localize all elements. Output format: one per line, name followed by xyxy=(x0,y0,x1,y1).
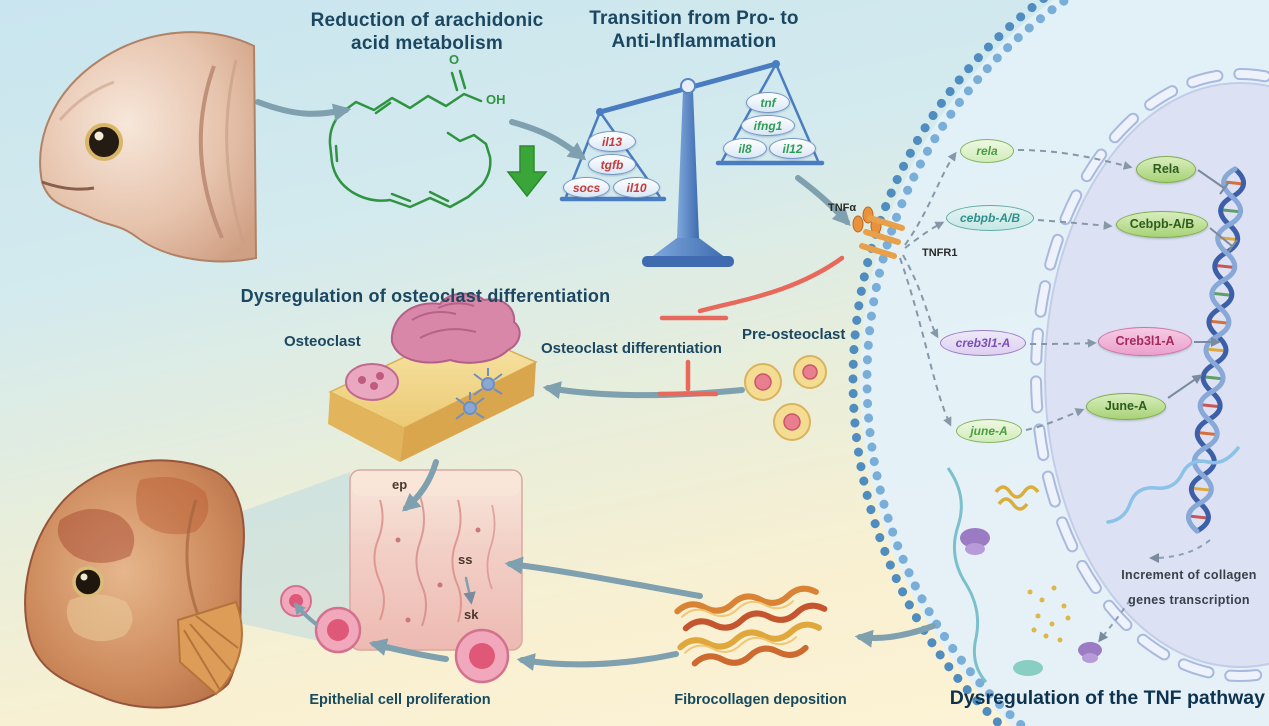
arachidonic-acid-structure xyxy=(328,69,492,209)
arrow-cell-to-cell xyxy=(368,638,449,662)
arrow-ss-to-sk xyxy=(463,576,476,605)
fibrocollagen-label: Fibrocollagen deposition xyxy=(674,692,847,708)
scale-pivot xyxy=(680,78,696,94)
gill-line xyxy=(198,65,224,239)
pre-osteoclast-cells xyxy=(744,355,827,441)
fish-eye xyxy=(74,568,102,596)
gene-pill-il8: il8 xyxy=(723,138,767,159)
molecule-o-label: O xyxy=(449,52,460,67)
collagen-protein xyxy=(994,485,1040,511)
vesicle xyxy=(1013,660,1043,676)
osteoclast-illustration xyxy=(328,292,538,462)
tnfr1-receptor-label: TNFR1 xyxy=(922,247,958,259)
title-osteoclast-dysregulation: Dysregulation of osteoclast differentiat… xyxy=(240,286,611,306)
inhibition-lines xyxy=(657,255,845,397)
tnf-ligand xyxy=(852,215,864,233)
arrow-cebpb-to-nucleus xyxy=(1037,219,1113,230)
arrow-molecule-to-balance xyxy=(509,119,587,161)
gene-pill-socs: socs xyxy=(563,177,610,198)
arrow-balance-to-receptor xyxy=(795,175,851,226)
nucleus-caption-line2: genes transcription xyxy=(1128,593,1250,607)
arrow-cell-to-cell-2 xyxy=(293,602,318,626)
translation-machinery xyxy=(946,467,1131,683)
arrow-creb3l1-to-nucleus xyxy=(1029,338,1097,348)
arrow-receptor-to-cebpb xyxy=(904,221,945,249)
rna-strand xyxy=(1106,446,1240,563)
nucleus-caption-line1: Increment of collagen xyxy=(1121,568,1257,582)
signal-dashed-arrows xyxy=(899,149,1133,431)
gill-line xyxy=(185,499,202,621)
flow-arrows xyxy=(255,99,936,671)
title-inflammation-transition: Transition from Pro- to Anti-Inflammatio… xyxy=(589,8,799,52)
cytoplasm-gene-june: june-A xyxy=(956,419,1022,443)
decrease-arrow-icon xyxy=(506,145,548,198)
skin-layer-sk-label: sk xyxy=(464,607,479,622)
arrow-fish-to-molecule xyxy=(255,99,352,122)
osteocyte-cells xyxy=(455,368,503,420)
gene-pill-ifng1: ifng1 xyxy=(741,115,795,136)
skin-layer-ep-label: ep xyxy=(392,477,408,492)
arrow-receptor-to-rela xyxy=(904,151,957,246)
inhibition-curve xyxy=(697,255,845,314)
skin-layer-ss-label: ss xyxy=(458,552,473,567)
epithelial-proliferation-label: Epithelial cell proliferation xyxy=(309,692,491,708)
epithelial-cells xyxy=(280,585,510,684)
skin-tissue-section xyxy=(349,469,523,651)
epidermis-layer xyxy=(352,472,520,496)
secreted-proteins xyxy=(1027,585,1071,643)
scale-base xyxy=(642,256,734,267)
cytoplasm-gene-creb3l1: creb3l1-A xyxy=(940,330,1026,356)
osteoclast-label: Osteoclast xyxy=(284,333,361,350)
arrow-osteoclast-to-skin xyxy=(401,459,439,512)
arrow-collagen-to-skin xyxy=(504,556,703,599)
gene-pill-il13: il13 xyxy=(588,131,636,152)
arrow-receptor-to-creb3l1 xyxy=(902,254,939,339)
gene-pill-tgfb: tgfb xyxy=(588,154,636,175)
gene-pill-il10: il10 xyxy=(613,177,660,198)
ribosome xyxy=(1078,642,1102,658)
gene-pill-tnf: tnf xyxy=(746,92,790,113)
nucleus-caption: Increment of collagen genes transcriptio… xyxy=(1105,563,1269,613)
dna-helix xyxy=(1186,166,1246,534)
fibrocollagen-illustration xyxy=(674,585,828,667)
lesion-patch xyxy=(57,508,135,563)
mrna-strand xyxy=(946,467,988,683)
ribosome xyxy=(960,528,990,548)
arrow-receptor-to-june xyxy=(899,257,952,427)
bone-front xyxy=(328,392,404,462)
cell-membrane-outer xyxy=(848,0,1050,726)
scale-column xyxy=(677,90,699,238)
tnf-ligand-label: TNFα xyxy=(828,202,857,214)
title-arachidonic-reduction: Reduction of arachidonic acid metabolism xyxy=(310,10,544,54)
tnfr1-stems xyxy=(859,215,905,259)
osteoclast-differentiation-label: Osteoclast differentiation xyxy=(541,340,722,357)
pre-osteoclast-label: Pre-osteoclast xyxy=(742,326,846,343)
title-tnf-dysregulation: Dysregulation of the TNF pathway xyxy=(949,687,1265,709)
nucleus-protein-rela: Rela xyxy=(1136,156,1196,183)
arrow-june-to-nucleus xyxy=(1025,408,1085,431)
molecule-oh-label: OH xyxy=(486,92,506,107)
diseased-fish-illustration xyxy=(24,459,245,709)
fish-mouth xyxy=(41,180,95,191)
tnf-receptor xyxy=(852,206,905,259)
arrow-collagen-to-cells xyxy=(516,651,679,671)
tf-to-dna-links xyxy=(1167,169,1238,399)
nucleus-protein-cebpb: Cebpb-A/B xyxy=(1116,211,1208,238)
arrow-cell-to-collagen xyxy=(854,623,936,648)
cytoplasm-gene-rela: rela xyxy=(960,139,1014,163)
arrow-rela-to-nucleus xyxy=(1017,149,1133,170)
healthy-fish-illustration xyxy=(39,31,258,263)
osteoclast-small-cell xyxy=(345,363,399,401)
nucleus xyxy=(1030,68,1269,682)
cytoplasm-gene-cebpb: cebpb-A/B xyxy=(946,205,1034,231)
gene-pill-il12: il12 xyxy=(769,138,816,159)
nucleus-protein-june: June-A xyxy=(1086,393,1166,420)
nucleus-protein-creb3l1: Creb3l1-A xyxy=(1098,327,1192,356)
